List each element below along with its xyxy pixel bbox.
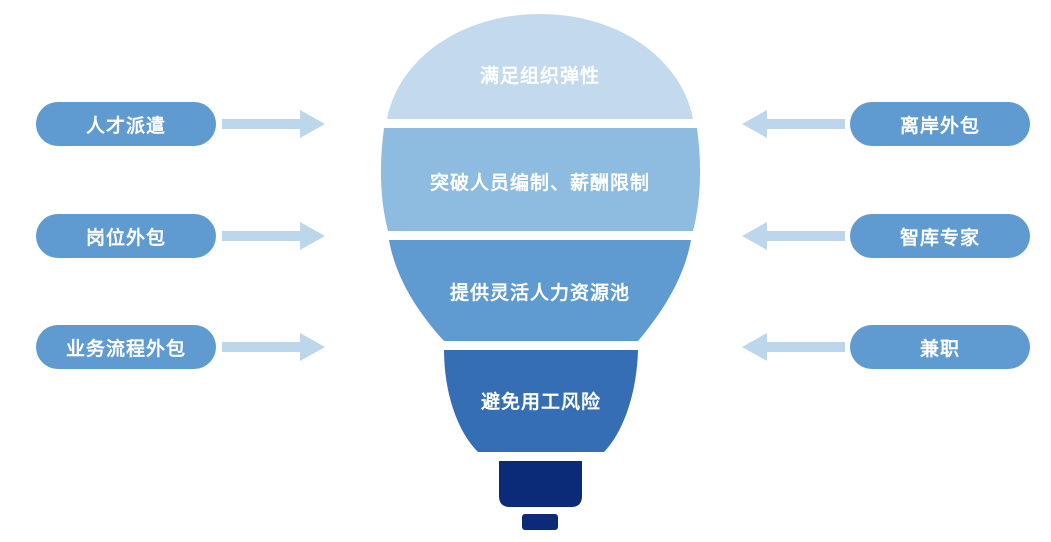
bulb-base [499, 461, 582, 507]
bulb-band-4-label: 避免用工风险 [481, 390, 601, 413]
right-item-3: 兼职 [850, 325, 1030, 369]
left-item-3: 业务流程外包 [36, 325, 216, 369]
bulb-band-3 [389, 240, 691, 341]
right-arrow-icon [222, 110, 325, 138]
left-arrow-icon [742, 333, 845, 361]
bulb-band-2-label: 突破人员编制、薪酬限制 [430, 171, 650, 194]
right-item-2: 智库专家 [850, 214, 1030, 258]
left-arrow-icon [742, 110, 845, 138]
right-arrow-icon [222, 222, 325, 250]
left-arrow-icon [742, 222, 845, 250]
bulb-band-4 [444, 350, 638, 452]
bulb-band-1-label: 满足组织弹性 [480, 64, 600, 87]
right-arrow-icon [222, 333, 325, 361]
right-item-1: 离岸外包 [850, 102, 1030, 146]
bulb-band-3-label: 提供灵活人力资源池 [450, 281, 630, 304]
left-item-2: 岗位外包 [36, 214, 216, 258]
bulb-band-2 [380, 128, 701, 231]
left-item-1: 人才派遣 [36, 102, 216, 146]
bulb-band-1 [387, 14, 693, 119]
bulb-tip [522, 514, 558, 530]
